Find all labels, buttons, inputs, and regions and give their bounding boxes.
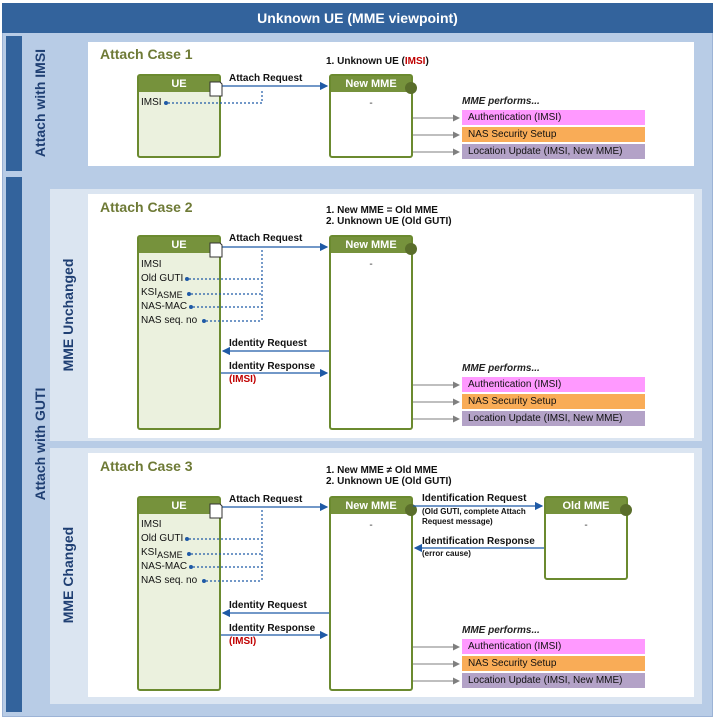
case2-ue-field-nas-seq: NAS seq. no	[141, 315, 198, 326]
case1-ue-node: UE	[137, 74, 221, 158]
gear-icon	[405, 82, 417, 94]
new-mme-header: New MME	[331, 498, 411, 514]
ue-header: UE	[139, 498, 219, 514]
case1-note: 1. Unknown UE (IMSI)	[326, 56, 429, 67]
field-anchor-dot	[202, 319, 206, 323]
case2-note-2: 2. Unknown UE (Old GUTI)	[326, 216, 452, 227]
field-anchor-dot	[187, 552, 191, 556]
case3-title: Attach Case 3	[100, 458, 193, 474]
case1-ue-field-imsi: IMSI	[141, 97, 162, 108]
case2-msg-attach-request: Attach Request	[229, 233, 303, 244]
case2-ue-field-nas-mac: NAS-MAC	[141, 301, 188, 312]
case2-ue-field-old-guti: Old GUTI	[141, 273, 184, 284]
case2-new-mme-node: New MME -	[329, 235, 413, 430]
field-anchor-dot	[164, 101, 168, 105]
case2-proc-location-update: Location Update (IMSI, New MME)	[462, 411, 645, 426]
case3-ue-field-imsi: IMSI	[141, 519, 162, 530]
case3-proc-authentication: Authentication (IMSI)	[462, 639, 645, 654]
case1-title: Attach Case 1	[100, 46, 193, 62]
case3-note-1: 1. New MME ≠ Old MME	[326, 465, 438, 476]
case1-proc-nas-security: NAS Security Setup	[462, 127, 645, 142]
case3-msg-identification-request-detail-2: Request message)	[422, 517, 493, 526]
new-mme-empty-marker: -	[369, 98, 373, 109]
new-mme-header: New MME	[331, 76, 411, 92]
case1-imsi-link	[168, 89, 263, 104]
field-anchor-dot	[185, 537, 189, 541]
diagram-title: Unknown UE (MME viewpoint)	[2, 3, 713, 33]
case3-proc-nas-security: NAS Security Setup	[462, 656, 645, 671]
gear-icon	[405, 504, 417, 516]
ue-header: UE	[139, 76, 219, 92]
case2-proc-nas-security: NAS Security Setup	[462, 394, 645, 409]
case3-mme-performs: MME performs...	[462, 625, 540, 636]
ue-header: UE	[139, 237, 219, 253]
case1-proc-location-update: Location Update (IMSI, New MME)	[462, 144, 645, 159]
case2-msg-identity-response-imsi: (IMSI)	[229, 374, 257, 385]
old-mme-header: Old MME	[546, 498, 626, 514]
gear-icon	[620, 504, 632, 516]
case3-ue-field-ksi: KSIASME	[141, 547, 183, 560]
case3-msg-identification-request: Identification Request	[422, 493, 527, 504]
field-anchor-dot	[202, 579, 206, 583]
sim-card-icon	[209, 503, 223, 519]
field-anchor-dot	[185, 277, 189, 281]
case3-proc-location-update: Location Update (IMSI, New MME)	[462, 673, 645, 688]
case3-msg-attach-request: Attach Request	[229, 494, 303, 505]
case3-msg-identification-response-detail: (error cause)	[422, 549, 471, 558]
case1-mme-performs: MME performs...	[462, 96, 540, 107]
new-mme-empty-marker: -	[369, 259, 373, 270]
case1-msg-attach-request: Attach Request	[229, 73, 303, 84]
sim-card-icon	[209, 81, 223, 97]
case3-msg-identity-request: Identity Request	[229, 600, 307, 611]
case2-note-1: 1. New MME = Old MME	[326, 205, 438, 216]
case2-ue-field-imsi: IMSI	[141, 259, 162, 270]
case2-ue-field-ksi: KSIASME	[141, 287, 183, 300]
case2-mme-performs: MME performs...	[462, 363, 540, 374]
case2-proc-authentication: Authentication (IMSI)	[462, 377, 645, 392]
field-anchor-dot	[187, 292, 191, 296]
new-mme-empty-marker: -	[369, 520, 373, 531]
sim-card-icon	[209, 242, 223, 258]
case3-msg-identity-response-imsi: (IMSI)	[229, 636, 257, 647]
new-mme-header: New MME	[331, 237, 411, 253]
case2-msg-identity-request: Identity Request	[229, 338, 307, 349]
case2-msg-identity-response: Identity Response	[229, 361, 316, 372]
field-anchor-dot	[189, 565, 193, 569]
case3-new-mme-node: New MME -	[329, 496, 413, 691]
case3-ue-node: UE	[137, 496, 221, 691]
case1-proc-authentication: Authentication (IMSI)	[462, 110, 645, 125]
case3-old-mme-node: Old MME -	[544, 496, 628, 580]
case3-ue-field-old-guti: Old GUTI	[141, 533, 184, 544]
case2-title: Attach Case 2	[100, 199, 193, 215]
gear-icon	[405, 243, 417, 255]
field-anchor-dot	[189, 305, 193, 309]
case3-ue-field-nas-mac: NAS-MAC	[141, 561, 188, 572]
case3-note-2: 2. Unknown UE (Old GUTI)	[326, 476, 452, 487]
case3-msg-identification-request-detail-1: (Old GUTI, complete Attach	[422, 507, 526, 516]
case2-ue-node: UE	[137, 235, 221, 430]
case3-ue-field-nas-seq: NAS seq. no	[141, 575, 198, 586]
case3-msg-identification-response: Identification Response	[422, 536, 535, 547]
case1-new-mme-node: New MME -	[329, 74, 413, 158]
old-mme-empty-marker: -	[584, 520, 588, 531]
case3-msg-identity-response: Identity Response	[229, 623, 316, 634]
